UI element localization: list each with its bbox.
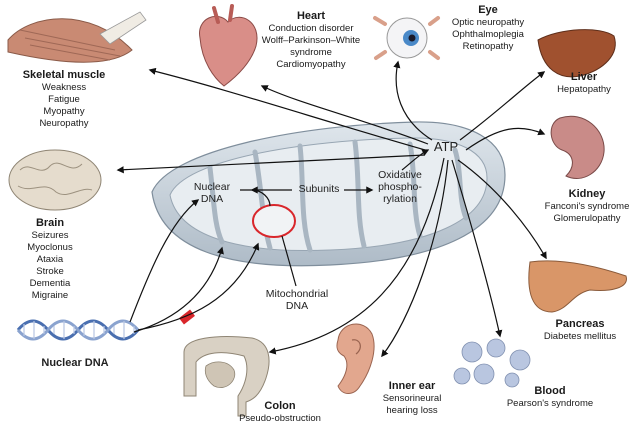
label-inner-ear: Inner ear Sensorineural hearing loss <box>372 380 452 417</box>
inner-ear-illustration <box>336 323 375 394</box>
label-blood: Blood Pearson's syndrome <box>498 385 602 410</box>
cristae-6 <box>452 147 469 221</box>
cristae-5 <box>407 141 423 239</box>
cristae-4 <box>352 139 367 249</box>
heart-line: Wolff–Parkinson–White <box>261 35 361 46</box>
kidney-line: Glomerulopathy <box>553 213 621 224</box>
skeletal-muscle-illustration <box>7 11 147 63</box>
skeletal-muscle-line: Weakness <box>41 82 87 93</box>
brain-line: Seizures <box>31 230 69 241</box>
blood-title: Blood <box>534 385 566 397</box>
eye-line: Retinopathy <box>462 41 514 52</box>
heart-line: Conduction disorder <box>268 23 354 34</box>
mitochondrial-dna-label: Mitochondrial DNA <box>252 288 342 312</box>
arrow-atp-brain <box>116 154 426 174</box>
liver-illustration <box>537 29 616 78</box>
arrow-atp-blood <box>451 159 503 338</box>
eye-title: Eye <box>478 4 498 16</box>
liver-line: Hepatopathy <box>557 84 611 95</box>
oxphos-line2: phospho- <box>378 181 422 193</box>
skeletal-muscle-line: Fatigue <box>48 94 80 105</box>
arrow-atp-heart <box>260 85 429 145</box>
heart-line: Cardiomyopathy <box>276 59 346 70</box>
nuclear-dna-helix-label: Nuclear DNA <box>41 357 109 369</box>
brain-illustration <box>8 149 102 211</box>
inner-ear-line: hearing loss <box>386 405 438 416</box>
nuclear-dna-center-label: Nuclear DNA <box>186 181 238 205</box>
pancreas-illustration <box>528 260 627 313</box>
blood-line: Pearson's syndrome <box>506 398 594 409</box>
inner-ear-title: Inner ear <box>388 380 436 392</box>
label-kidney: Kidney Fanconi's syndrome Glomerulopathy <box>538 188 636 225</box>
arrow-atp-eye <box>393 60 433 141</box>
oxphos-line3: rylation <box>383 193 417 205</box>
kidney-line: Fanconi's syndrome <box>544 201 630 212</box>
skeletal-muscle-line: Neuropathy <box>39 118 89 129</box>
label-skeletal-muscle: Skeletal muscle Weakness Fatigue Myopath… <box>4 69 124 130</box>
mito-dna-line2: DNA <box>285 300 309 312</box>
brain-line: Dementia <box>29 278 71 289</box>
eye-line: Ophthalmoplegia <box>452 29 524 40</box>
heart-line: syndrome <box>290 47 332 58</box>
arrow-atp-kidney <box>465 127 546 151</box>
brain-title: Brain <box>35 217 65 229</box>
heart-title: Heart <box>296 10 326 22</box>
eye-illustration <box>373 16 440 60</box>
label-eye: Eye Optic neuropathy Ophthalmoplegia Ret… <box>438 4 538 53</box>
oxphos-label: Oxidative phospho- rylation <box>368 169 432 205</box>
arrow-oxphos-to-atp <box>401 149 430 171</box>
arrow-atp-ear <box>381 159 449 358</box>
mito-dna-line1: Mitochondrial <box>265 288 329 300</box>
arrow-helix-to-mtdna-b <box>137 242 260 331</box>
brain-line: Ataxia <box>36 254 64 265</box>
label-liver: Liver Hepatopathy <box>546 71 622 96</box>
colon-title: Colon <box>264 400 296 412</box>
brain-line: Migraine <box>31 290 69 301</box>
kidney-illustration <box>550 115 605 179</box>
cristae-3 <box>297 143 313 253</box>
arrow-atp-liver <box>459 71 546 141</box>
arrow-helix-to-nucleus <box>129 199 200 323</box>
mitochondrial-dna-ring <box>252 204 296 238</box>
eye-line: Optic neuropathy <box>451 17 525 28</box>
brain-line: Stroke <box>36 266 64 277</box>
pancreas-title: Pancreas <box>555 318 605 330</box>
nuclear-dna-center-line2: DNA <box>200 193 224 205</box>
skeletal-muscle-title: Skeletal muscle <box>22 69 106 81</box>
label-pancreas: Pancreas Diabetes mellitus <box>528 318 632 343</box>
atp-arrows <box>116 60 547 358</box>
arrow-atp-colon <box>268 157 445 355</box>
colon-illustration <box>183 336 270 417</box>
arrow-mtdna-to-subunits <box>250 186 271 207</box>
kidney-title: Kidney <box>568 188 606 200</box>
label-heart: Heart Conduction disorder Wolff–Parkinso… <box>246 10 376 71</box>
nuclear-dna-center-line1: Nuclear <box>193 181 231 193</box>
inner-ear-line: Sensorineural <box>382 393 442 404</box>
liver-title: Liver <box>570 71 598 83</box>
oxphos-line1: Oxidative <box>378 169 422 181</box>
cristae-1 <box>207 165 225 245</box>
colon-line: Pseudo-obstruction <box>239 413 321 424</box>
label-brain: Brain Seizures Myoclonus Ataxia Stroke D… <box>10 217 90 302</box>
brain-line: Myoclonus <box>27 242 73 253</box>
pathway-arrows <box>129 149 430 333</box>
mitochondrion-inner-membrane <box>169 137 488 252</box>
heart-illustration <box>199 4 258 87</box>
label-colon: Colon Pseudo-obstruction <box>222 400 338 425</box>
blood-cells-illustration <box>453 338 531 388</box>
line-mtdna-ring-to-label <box>281 235 297 287</box>
nuclear-dna-helix <box>16 319 140 341</box>
skeletal-muscle-line: Myopathy <box>43 106 85 117</box>
arrow-atp-muscle <box>148 67 426 151</box>
arrow-helix-to-mtdna-a <box>133 246 224 333</box>
pancreas-line: Diabetes mellitus <box>543 331 617 342</box>
mutation-block-mark <box>179 309 195 325</box>
arrow-atp-pancreas <box>457 159 547 260</box>
subunits-label: Subunits <box>298 183 340 195</box>
atp-label: ATP <box>433 139 459 154</box>
